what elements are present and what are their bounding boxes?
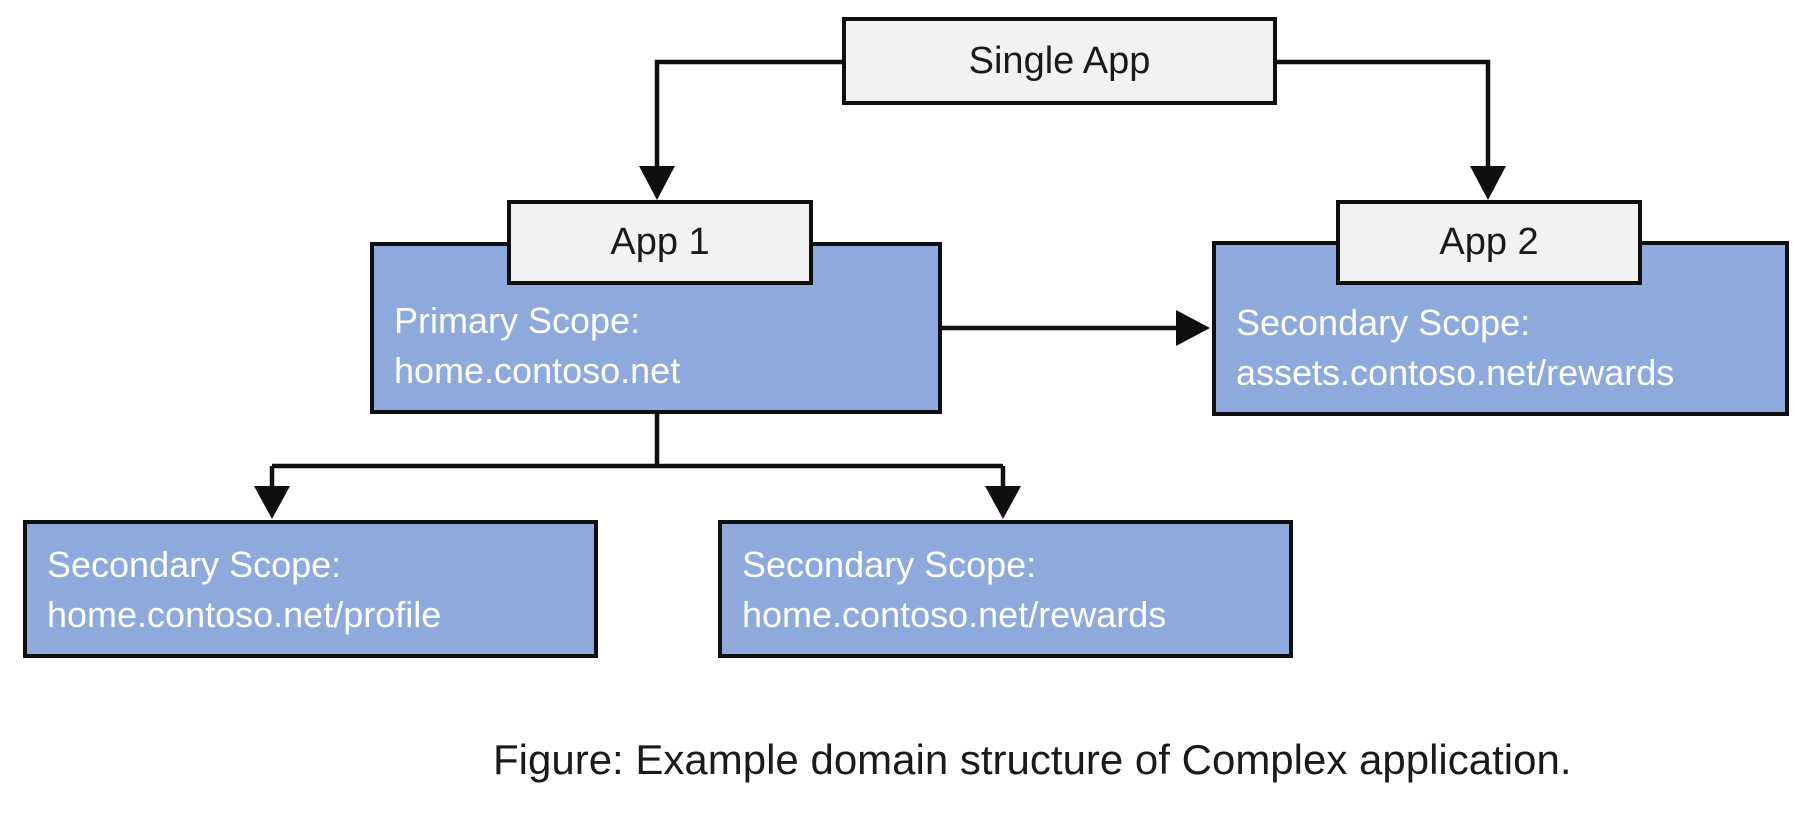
arrowhead-down-scope-profile <box>254 486 290 519</box>
arrowhead-down-app1 <box>639 166 675 200</box>
figure-caption: Figure: Example domain structure of Comp… <box>493 736 1572 783</box>
node-app1-primary-scope-text: Primary Scope: home.contoso.net <box>394 296 680 396</box>
scope-title: Secondary Scope: <box>1236 302 1531 343</box>
node-single-app: Single App <box>842 17 1277 105</box>
scope-title: Primary Scope: <box>394 300 641 341</box>
arrowhead-right-app2-scope <box>1176 310 1210 346</box>
node-secondary-scope-profile-text: Secondary Scope: home.contoso.net/profil… <box>47 540 441 640</box>
node-secondary-scope-rewards-text: Secondary Scope: home.contoso.net/reward… <box>742 540 1166 640</box>
connector-app1-scope-to-secondary-scopes <box>254 414 1021 519</box>
node-app1-label: App 1 <box>610 221 710 263</box>
connector-single-app-to-app2 <box>1277 59 1506 200</box>
node-app2: App 2 <box>1336 200 1642 285</box>
arrowhead-down-scope-rewards <box>985 486 1021 519</box>
arrowhead-down-app2 <box>1470 166 1506 200</box>
scope-url: home.contoso.net/rewards <box>742 594 1167 635</box>
node-app2-secondary-scope-text: Secondary Scope: assets.contoso.net/rewa… <box>1236 298 1674 398</box>
scope-title: Secondary Scope: <box>742 544 1037 585</box>
connector-app1-scope-to-app2-scope <box>942 310 1210 346</box>
node-app2-label: App 2 <box>1439 221 1539 263</box>
scope-url: home.contoso.net <box>394 350 681 391</box>
scope-url: home.contoso.net/profile <box>47 594 442 635</box>
node-secondary-scope-profile: Secondary Scope: home.contoso.net/profil… <box>23 520 598 658</box>
scope-url: assets.contoso.net/rewards <box>1236 352 1675 393</box>
scope-title: Secondary Scope: <box>47 544 342 585</box>
connector-single-app-to-app1 <box>639 59 842 200</box>
node-app1: App 1 <box>507 200 813 285</box>
node-single-app-label: Single App <box>968 39 1151 82</box>
node-secondary-scope-rewards: Secondary Scope: home.contoso.net/reward… <box>718 520 1293 658</box>
